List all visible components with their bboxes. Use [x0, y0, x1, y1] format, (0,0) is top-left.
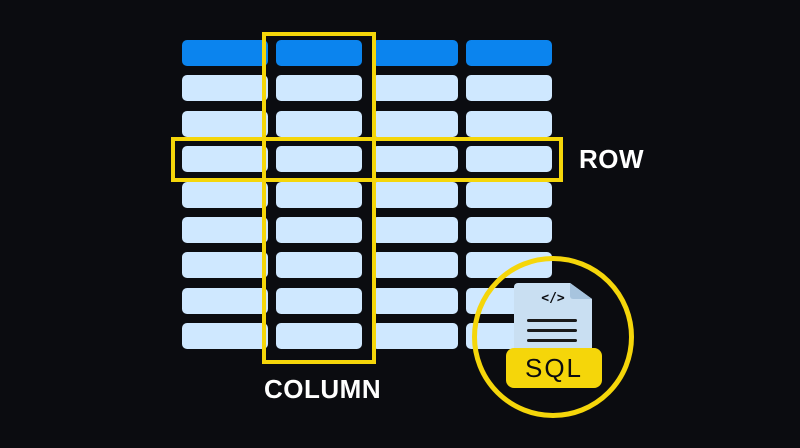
- table-cell: [372, 182, 458, 208]
- table-cell: [372, 288, 458, 314]
- table-cell: [276, 217, 362, 243]
- table-cell: [276, 111, 362, 137]
- table-cell: [372, 111, 458, 137]
- table-cell: [182, 75, 268, 101]
- row-highlight: [171, 137, 563, 182]
- table-cell: [466, 217, 552, 243]
- table-cell: [372, 146, 458, 172]
- table-cell: [182, 288, 268, 314]
- table-cell: [276, 146, 362, 172]
- table-cell: [372, 323, 458, 349]
- table-cell: [466, 182, 552, 208]
- table-cell: [372, 217, 458, 243]
- table-cell: [466, 111, 552, 137]
- header-cell: [372, 40, 458, 66]
- table-cell: [182, 146, 268, 172]
- document-line: [527, 339, 577, 342]
- table-cell: [276, 288, 362, 314]
- table-cell: [276, 182, 362, 208]
- row-label: ROW: [579, 144, 645, 174]
- table-cell: [372, 252, 458, 278]
- code-glyph: </>: [541, 291, 565, 306]
- sql-tag: SQL: [506, 348, 602, 388]
- table-cell: [276, 252, 362, 278]
- column-label: COLUMN: [264, 374, 382, 404]
- table-cell: [182, 252, 268, 278]
- table-cell: [466, 75, 552, 101]
- table-cell: [182, 323, 268, 349]
- column-highlight: [262, 32, 376, 364]
- table-cell: [372, 75, 458, 101]
- document-line: [527, 329, 577, 332]
- table-cell: [182, 111, 268, 137]
- header-cell: [276, 40, 362, 66]
- sql-badge-circle: [472, 256, 634, 418]
- table-cell: [466, 146, 552, 172]
- document-line: [527, 319, 577, 322]
- table-cell: [182, 182, 268, 208]
- header-cell: [182, 40, 268, 66]
- table-cell: [182, 217, 268, 243]
- header-cell: [466, 40, 552, 66]
- table-cell: [276, 323, 362, 349]
- table-cell: [276, 75, 362, 101]
